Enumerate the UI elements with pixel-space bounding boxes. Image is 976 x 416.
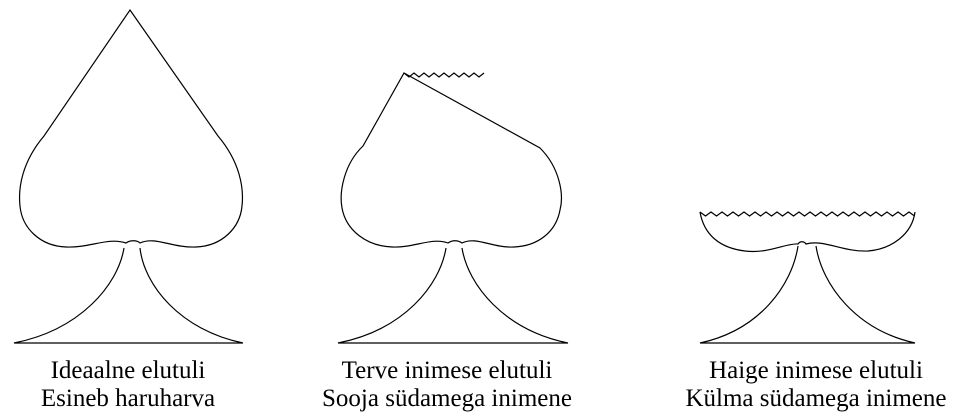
sick-flame-shape: [699, 211, 916, 344]
caption-sick-flame: Haige inimese elutuli Külma südamega ini…: [656, 357, 976, 413]
flame-body: [699, 211, 916, 253]
caption-ideal-flame: Ideaalne elutuli Esineb haruharva: [0, 357, 288, 413]
caption-title: Terve inimese elutuli: [341, 357, 553, 384]
caption-subtitle: Külma südamega inimene: [685, 385, 947, 412]
caption-subtitle: Esineb haruharva: [40, 385, 216, 412]
caption-title: Haige inimese elutuli: [709, 357, 923, 384]
flame-top-zigzag: [403, 72, 485, 78]
caption-subtitle: Sooja südamega inimene: [322, 385, 572, 412]
flame-top-zigzag: [699, 211, 915, 217]
healthy-flame-shape: [337, 72, 569, 344]
flame-body: [18, 8, 244, 248]
flame-stem: [699, 245, 916, 344]
ideal-flame-shape: [13, 8, 244, 344]
flame-stem: [13, 247, 244, 344]
flame-stem: [337, 247, 569, 344]
flame-body: [340, 72, 562, 248]
caption-healthy-flame: Terve inimese elutuli Sooja südamega ini…: [287, 357, 607, 413]
caption-title: Ideaalne elutuli: [50, 357, 206, 384]
